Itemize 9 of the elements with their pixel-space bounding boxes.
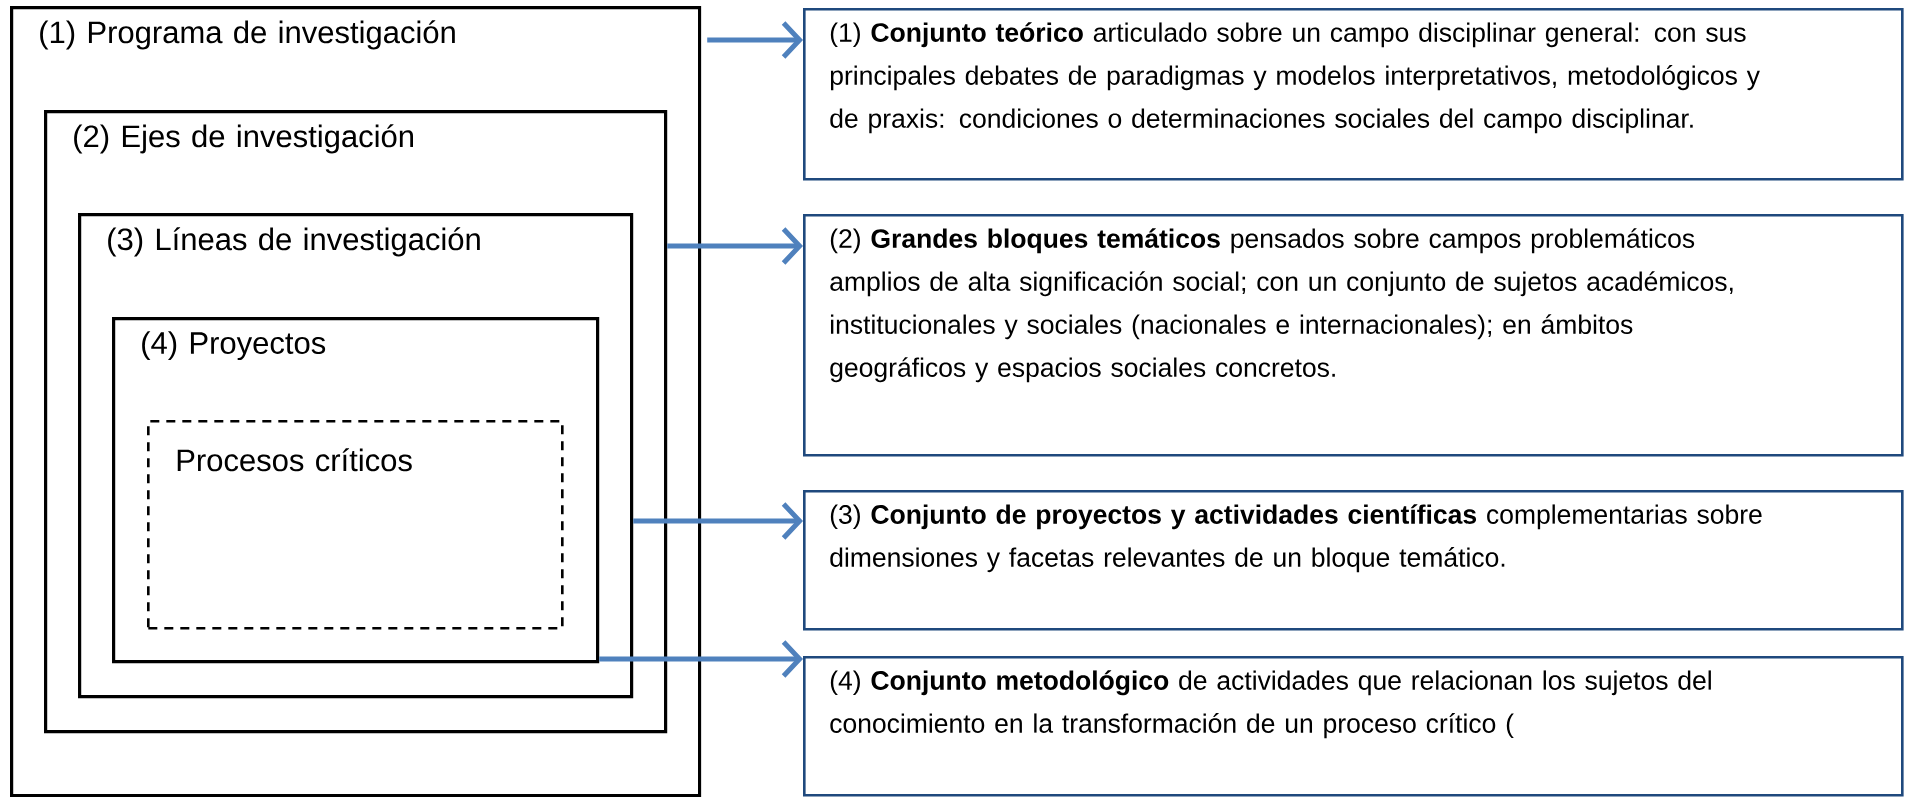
- arrow: [633, 502, 803, 540]
- dashed-box: Procesos críticos: [147, 420, 564, 630]
- arrow: [599, 640, 803, 678]
- arrow: [707, 21, 803, 59]
- description-box: (2) Grandes bloques temáticos pensados sobre campos problemáticos amplios de alta significación social; con un conjunto de sujetos académicos, institucionales y sociales (nacionales e internacionales); en ámbitos geográficos y espacios sociales concretos.: [803, 214, 1904, 457]
- description-box: (3) Conjunto de proyectos y actividades científicas complementarias sobre dimensiones y facetas relevantes de un bloque temático.: [803, 490, 1904, 631]
- description-box: (1) Conjunto teórico articulado sobre un campo disciplinar general: con sus principales debates de paradigmas y modelos interpretativos, metodológicos y de praxis: condiciones o determinaciones sociales del campo disciplinar.: [803, 8, 1904, 181]
- arrow: [667, 227, 803, 265]
- description-box: (4) Conjunto metodológico de actividades que relacionan los sujetos del conocimiento en la transformación de un proceso crítico (: [803, 656, 1904, 797]
